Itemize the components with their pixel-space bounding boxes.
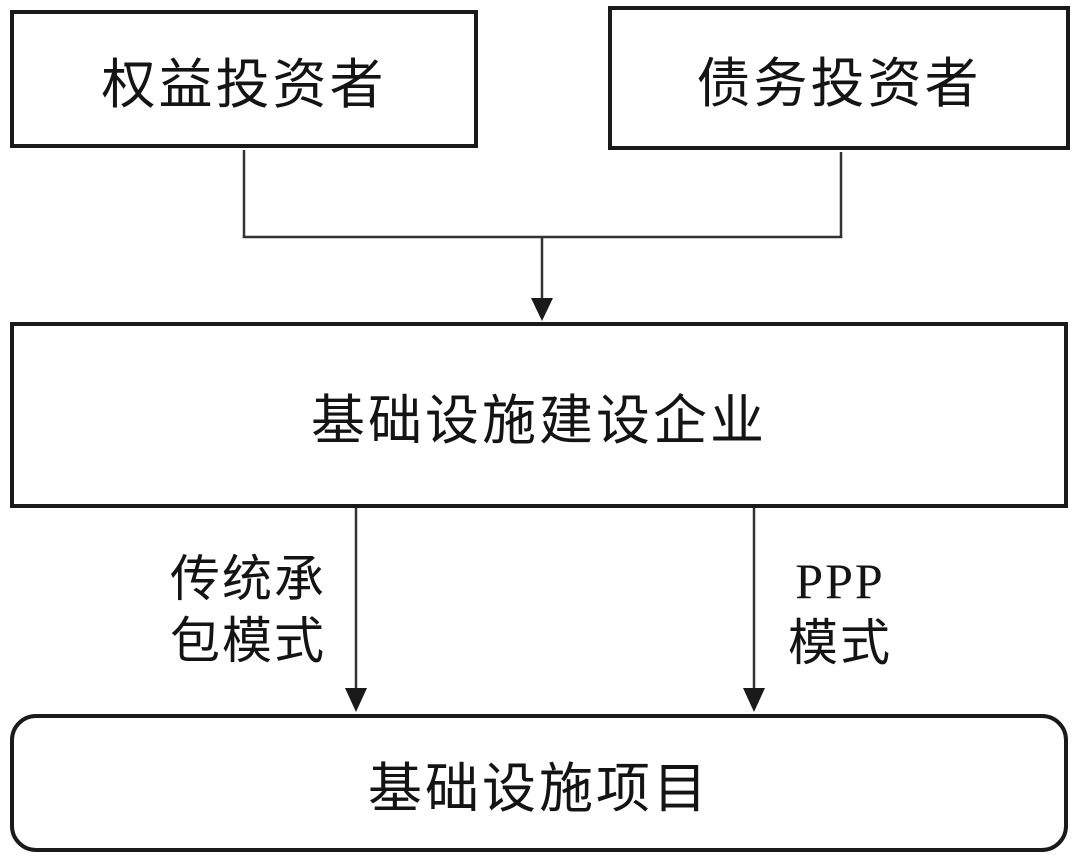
edge-label-traditional-line2: 包模式 xyxy=(170,613,326,669)
node-infrastructure-enterprise: 基础设施建设企业 xyxy=(10,322,1068,508)
arrow-traditional-to-project xyxy=(345,508,367,712)
arrow-ppp-to-project xyxy=(743,508,765,712)
edge-label-ppp-mode: PPP 模式 xyxy=(775,550,905,674)
arrowhead-down-icon xyxy=(743,688,765,712)
node-infrastructure-enterprise-label: 基础设施建设企业 xyxy=(311,390,767,451)
node-infrastructure-project: 基础设施项目 xyxy=(10,714,1068,852)
arrowhead-down-icon xyxy=(531,298,553,321)
node-debt-investor-label: 债务投资者 xyxy=(696,53,982,114)
arrow-merge-to-enterprise xyxy=(531,237,553,321)
edge-label-ppp-line1: PPP xyxy=(795,553,885,609)
node-debt-investor: 债务投资者 xyxy=(608,6,1070,150)
edge-label-traditional-line1: 传统承 xyxy=(170,551,326,607)
edge-label-ppp-line2: 模式 xyxy=(788,615,892,671)
edge-label-traditional-contracting: 传统承 包模式 xyxy=(158,548,338,672)
node-equity-investor: 权益投资者 xyxy=(10,10,478,148)
node-infrastructure-project-label: 基础设施项目 xyxy=(368,758,710,819)
arrowhead-down-icon xyxy=(345,688,367,712)
node-equity-investor-label: 权益投资者 xyxy=(101,54,387,115)
